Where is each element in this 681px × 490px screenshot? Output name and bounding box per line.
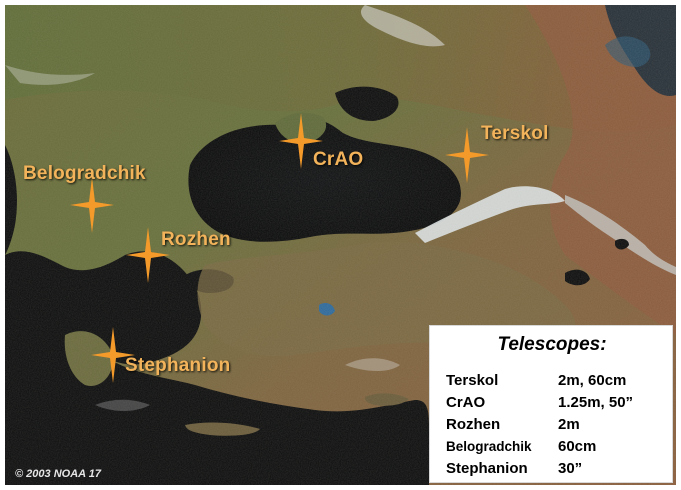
site-label-crao: CrAO [313, 149, 364, 170]
legend-row-name: Belogradchik [446, 439, 532, 454]
star-marker-icon [91, 327, 135, 383]
legend-title: Telescopes: [497, 334, 607, 355]
legend-row-size: 30” [558, 460, 583, 477]
site-label-belogradchik: Belogradchik [23, 163, 146, 184]
site-label-rozhen: Rozhen [161, 229, 231, 250]
legend-row: Belogradchik 60cm [446, 438, 672, 458]
star-marker-icon [126, 227, 170, 283]
star-marker-icon [279, 113, 323, 169]
legend-row: CrAO 1.25m, 50” [446, 394, 672, 414]
legend-row-size: 2m [558, 416, 580, 433]
legend-row: Terskol 2m, 60cm [446, 372, 672, 392]
satellite-map: Terskol CrAO Belogradchik Rozhen Stephan… [5, 5, 676, 485]
legend-row-size: 1.25m, 50” [558, 394, 634, 411]
site-label-terskol: Terskol [481, 123, 549, 144]
site-label-stephanion: Stephanion [125, 355, 231, 376]
star-marker-icon [70, 177, 114, 233]
star-marker-icon [445, 127, 489, 183]
legend-row-name: Stephanion [446, 460, 528, 477]
legend-row-name: CrAO [446, 394, 486, 411]
telescope-legend: Telescopes: Terskol 2m, 60cm CrAO 1.25m,… [429, 325, 673, 483]
legend-row: Rozhen 2m [446, 416, 672, 436]
legend-row-size: 2m, 60cm [558, 372, 627, 389]
legend-row: Stephanion 30” [446, 460, 672, 480]
legend-row-name: Rozhen [446, 416, 501, 433]
image-credit: © 2003 NOAA 17 [15, 468, 101, 480]
legend-row-name: Terskol [446, 372, 499, 389]
legend-row-size: 60cm [558, 438, 597, 455]
